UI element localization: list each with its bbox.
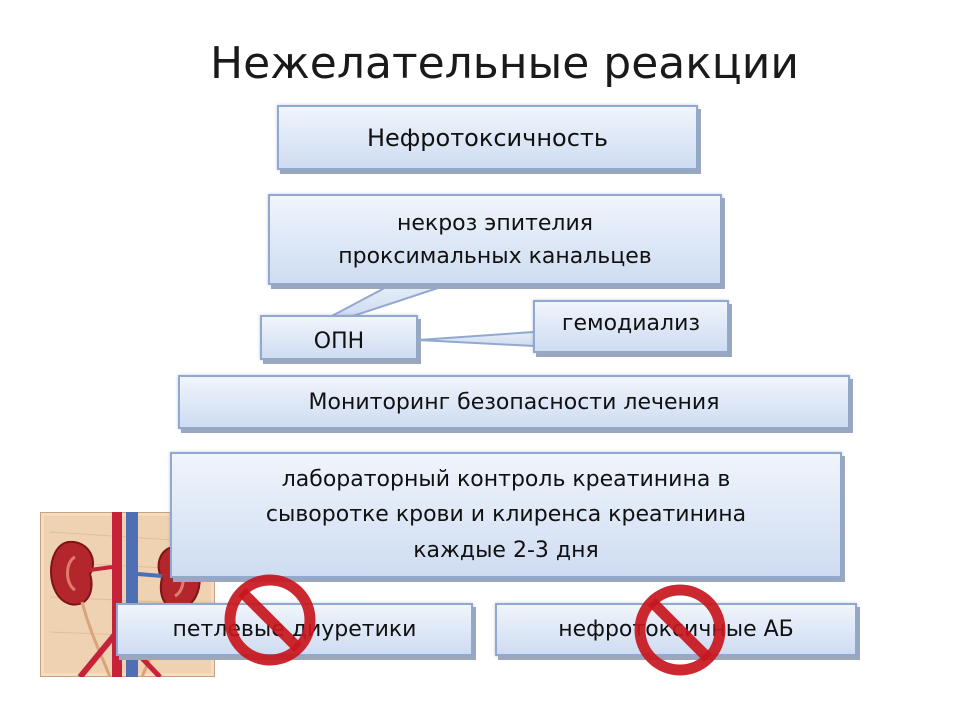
monitoring-label: Мониторинг безопасности лечения [308, 389, 720, 415]
lab-line-3: каждые 2-3 дня [413, 537, 599, 563]
lab-line-1: лабораторный контроль креатинина в [281, 467, 731, 493]
lab-control-callout: лабораторный контроль креатинина в сывор… [170, 452, 842, 578]
aki-box: ОПН [260, 315, 418, 360]
nephrotoxicity-label: Нефротоксичность [366, 123, 609, 152]
slide-title: Нежелательные реакции [210, 38, 799, 89]
hemodialysis-callout-tail [417, 330, 535, 348]
aki-label: ОПН [313, 329, 365, 354]
necrosis-callout: некроз эпителия проксимальных канальцев [268, 194, 722, 285]
prohibition-sign-icon [634, 584, 726, 676]
nephrotoxicity-box: Нефротоксичность [277, 105, 698, 170]
monitoring-box: Мониторинг безопасности лечения [178, 375, 850, 429]
hemodialysis-callout: гемодиализ [533, 300, 729, 353]
necrosis-line-1: некроз эпителия [396, 210, 594, 236]
necrosis-callout-tail [329, 283, 451, 318]
lab-line-2: сыворотке крови и клиренса креатинина [265, 502, 747, 528]
loop-diuretics-box: петлевые диуретики [116, 603, 473, 656]
necrosis-line-2: проксимальных канальцев [338, 243, 652, 269]
prohibition-sign-icon [224, 574, 316, 666]
hemodialysis-label: гемодиализ [561, 311, 701, 336]
